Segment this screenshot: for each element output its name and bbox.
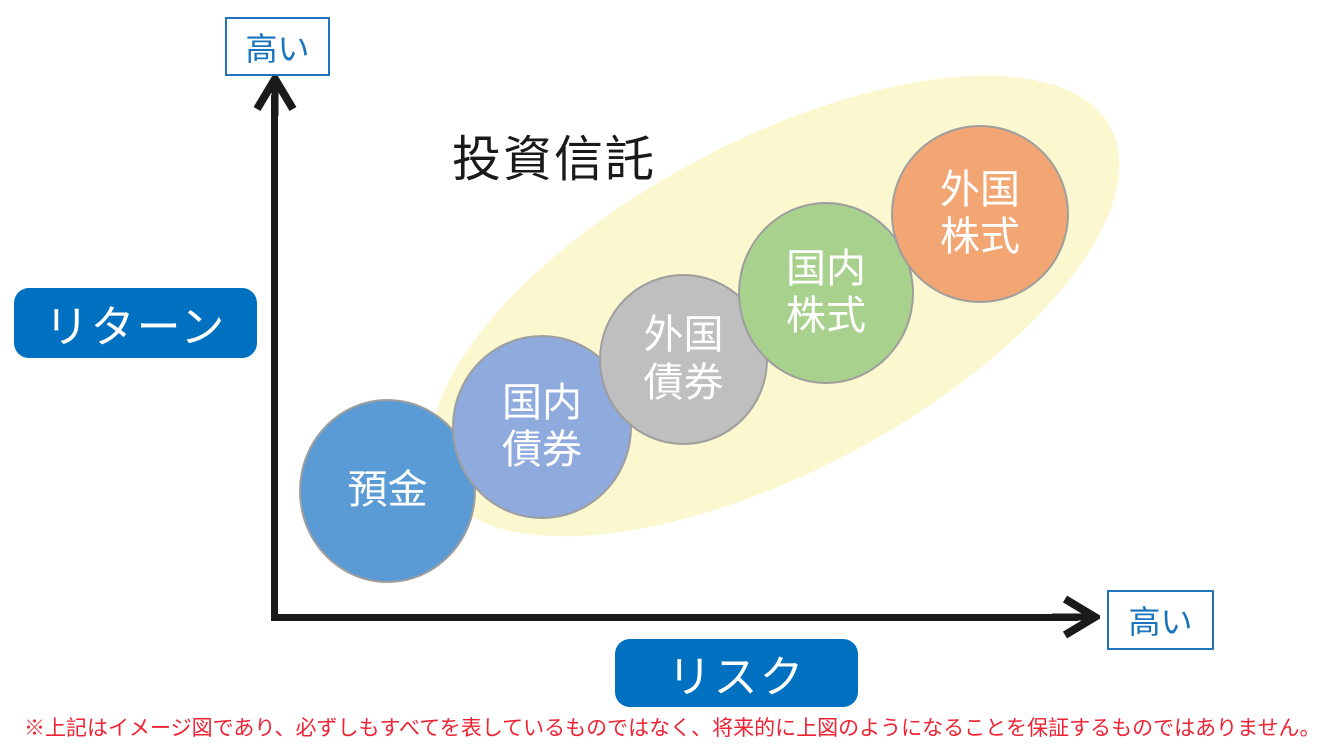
asset-circle-domestic-stocks: 国内 株式	[738, 202, 914, 384]
asset-circle-label-line: 外国	[643, 313, 724, 358]
investment-trust-label: 投資信託	[452, 133, 657, 187]
asset-circle-label-line: 外国	[940, 167, 1020, 212]
asset-circle-deposit: 預金	[299, 399, 476, 583]
asset-circle-label-line: 預金	[347, 468, 428, 513]
risk-axis-label: リスク	[615, 639, 858, 707]
asset-circle-label-line: 株式	[940, 215, 1020, 259]
disclaimer-text: ※上記はイメージ図であり、必ずしもすべてを表しているものではなく、将来的に上図の…	[24, 717, 1321, 740]
asset-circle-label-line: 国内	[786, 246, 866, 291]
asset-circle-label-line: 債券	[643, 360, 724, 405]
y-axis-arrowhead-icon	[253, 72, 297, 116]
x-axis-line	[272, 614, 1078, 621]
y-axis-line	[271, 95, 278, 621]
x-axis-high-label: 高い	[1107, 590, 1214, 650]
asset-circle-label-line: 株式	[786, 294, 866, 338]
y-axis-high-label-text: 高い	[245, 30, 310, 67]
asset-circle-label-line: 債券	[502, 428, 582, 472]
x-axis-arrowhead-icon	[1052, 595, 1100, 639]
asset-circle-foreign-stocks: 外国 株式	[891, 125, 1069, 303]
asset-circle-label-line: 国内	[502, 380, 582, 425]
return-axis-label: リターン	[14, 288, 257, 358]
y-axis-high-label: 高い	[225, 17, 330, 76]
x-axis-high-label-text: 高い	[1128, 604, 1193, 640]
